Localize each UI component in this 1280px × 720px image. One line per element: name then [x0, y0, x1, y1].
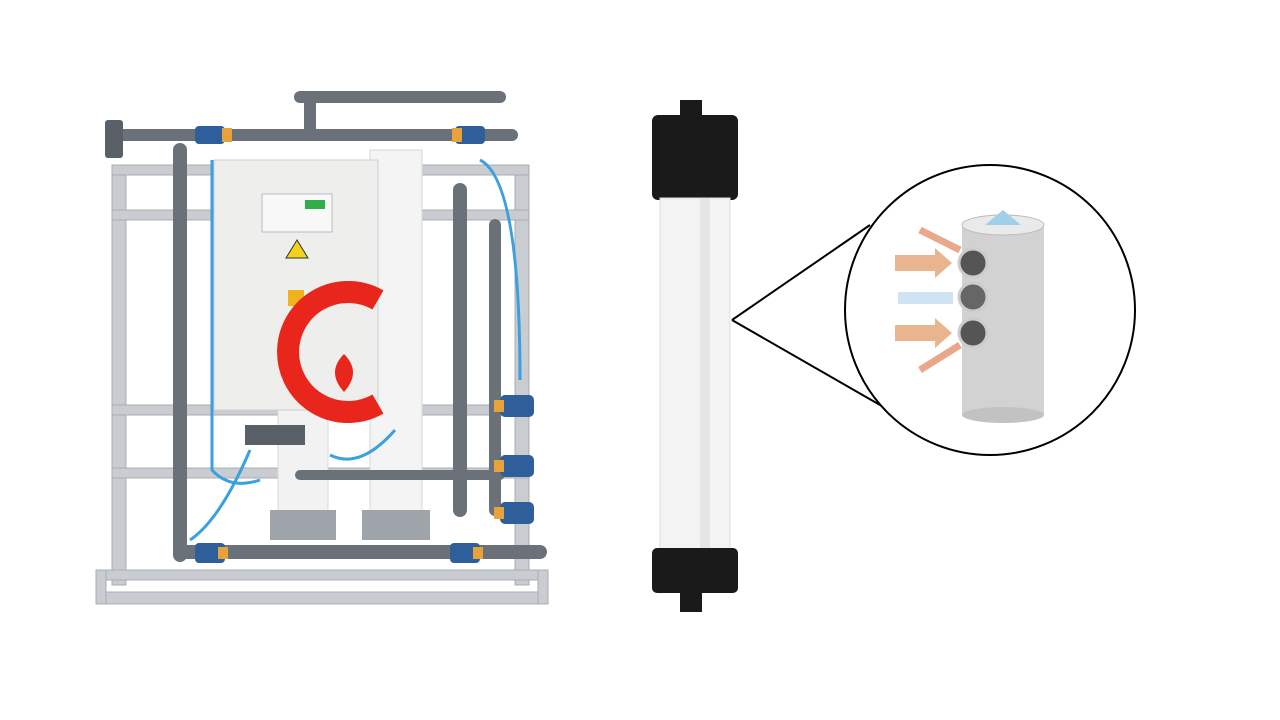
magnified-fiber-callout	[731, 164, 1136, 456]
contaminant-arrow	[895, 248, 952, 278]
bottom-end-cap	[652, 548, 738, 593]
control-panel	[213, 159, 384, 423]
green-display-icon	[305, 200, 325, 209]
control-display	[261, 193, 333, 233]
particle-arrow	[895, 318, 952, 348]
terminal-block	[245, 425, 305, 445]
module-body	[659, 197, 731, 551]
valves	[105, 120, 534, 563]
warning-icon	[285, 239, 309, 259]
membrane-module	[652, 100, 738, 612]
brand-logo	[277, 281, 384, 423]
top-end-cap	[652, 115, 738, 200]
water-arrow	[898, 292, 953, 304]
blue-hoses	[189, 158, 522, 542]
ultrafiltration-skid	[95, 91, 549, 605]
